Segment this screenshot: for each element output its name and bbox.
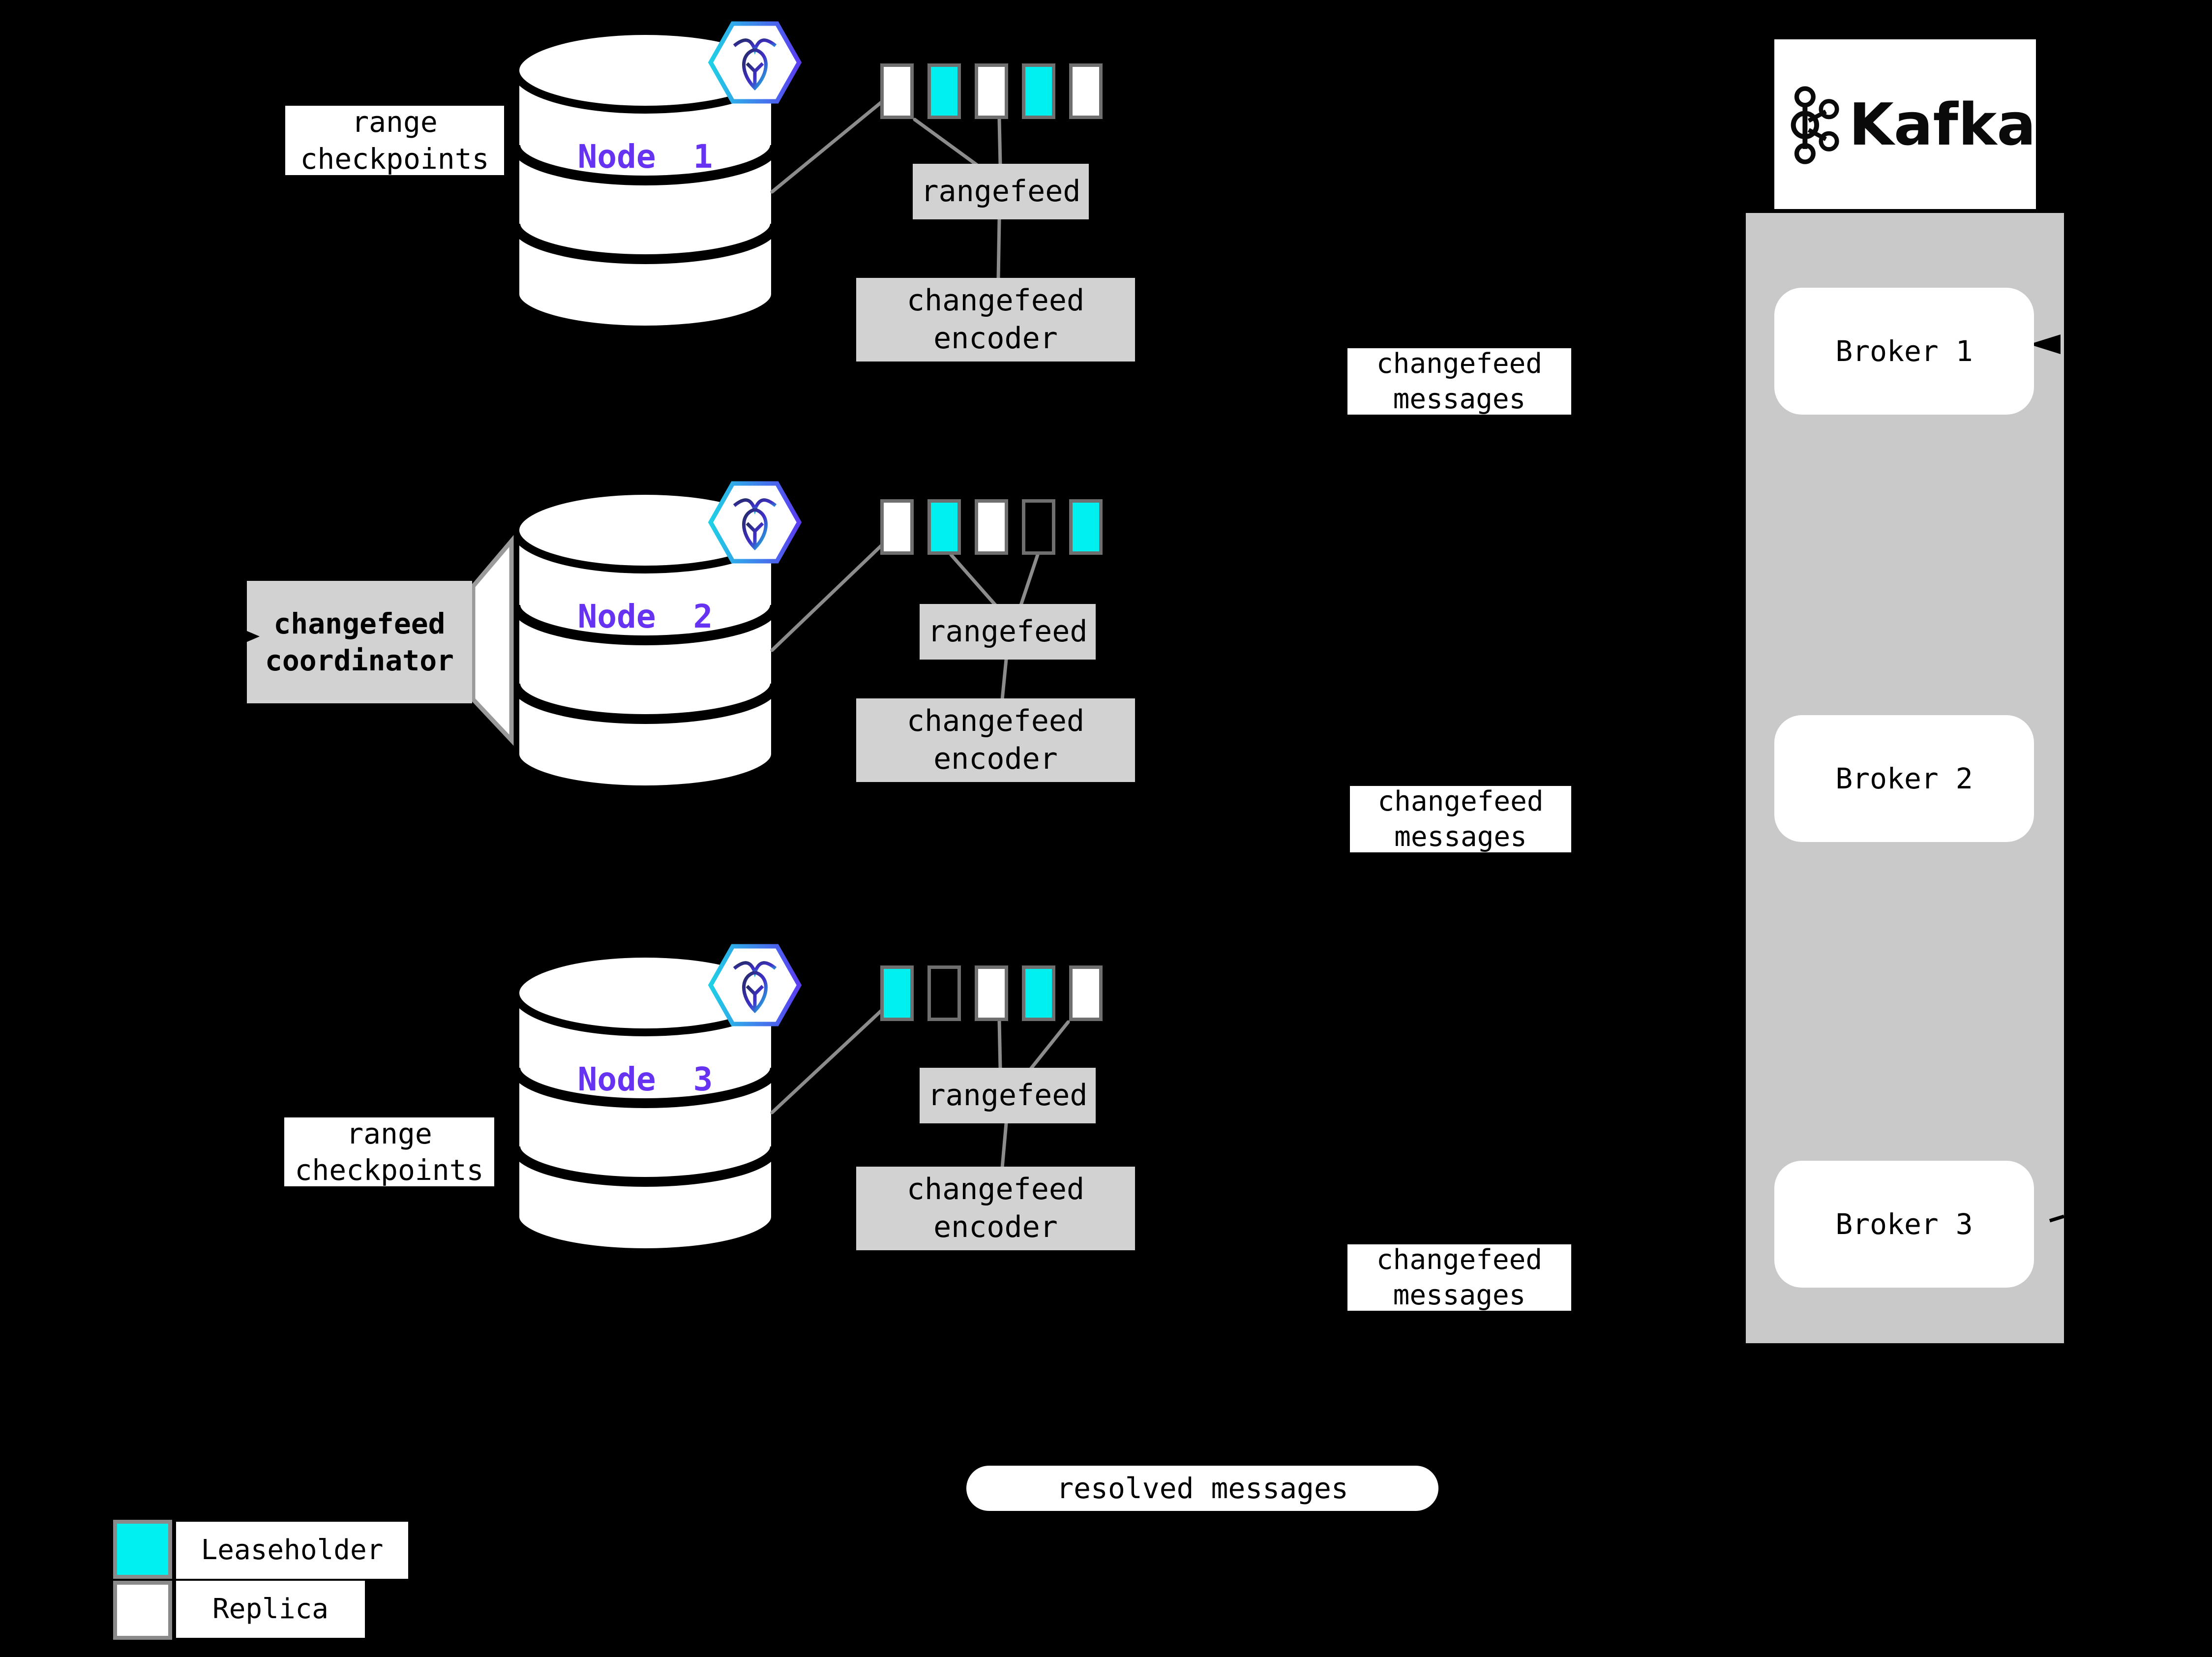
kafka-logo-box: Kafka <box>1774 39 2036 209</box>
node2-connector-lines <box>770 537 1040 701</box>
node1-changefeed-messages-label: changefeed messages <box>1347 348 1571 415</box>
node2-rangefeed-box: rangefeed <box>920 604 1096 660</box>
node1-range-5 <box>1069 63 1103 119</box>
kafka-logo-icon <box>1791 86 1839 164</box>
node1-range-2 <box>927 63 961 119</box>
node2-changefeed-encoder-box: changefeed encoder <box>856 698 1135 782</box>
node3-range-4 <box>1022 965 1055 1021</box>
resolved-messages-pill: resolved messages <box>966 1466 1438 1511</box>
node3-range-3 <box>975 965 1008 1021</box>
node1-range-3 <box>975 63 1008 119</box>
node2-changefeed-messages-label: changefeed messages <box>1350 785 1571 853</box>
node1-title: Node 1 <box>577 137 713 176</box>
node3-changefeed-encoder-box: changefeed encoder <box>856 1167 1135 1250</box>
node2-range-5 <box>1069 499 1103 555</box>
node1-changefeed-encoder-box: changefeed encoder <box>856 278 1135 362</box>
cockroachdb-badge-icon <box>708 944 802 1026</box>
legend-replica-label: Replica <box>176 1581 365 1638</box>
node1-rangefeed-box: rangefeed <box>913 164 1089 219</box>
node2-title: Node 2 <box>577 597 713 635</box>
node2-range-3 <box>975 499 1008 555</box>
broker-3: Broker 3 <box>1774 1161 2034 1288</box>
legend-replica-swatch <box>113 1581 172 1640</box>
node3-title: Node 3 <box>577 1060 713 1098</box>
node2-range-4 <box>1022 499 1055 555</box>
coordinator-flag-shape <box>471 535 514 746</box>
cockroachdb-badge-icon <box>708 481 802 564</box>
range-checkpoints-label-top: range checkpoints <box>285 105 504 176</box>
node1-range-1 <box>880 63 914 119</box>
node3-changefeed-messages-label: changefeed messages <box>1347 1244 1571 1311</box>
node1-range-4 <box>1022 63 1055 119</box>
node3-rangefeed-box: rangefeed <box>920 1068 1096 1123</box>
changefeed-coordinator-box: changefeed coordinator <box>247 581 472 703</box>
coordinator-arrow-tip <box>246 631 260 642</box>
kafka-wordmark: Kafka <box>1849 90 2036 158</box>
node3-range-1 <box>880 965 914 1021</box>
cockroachdb-badge-icon <box>708 21 802 104</box>
broker-2: Broker 2 <box>1774 715 2034 842</box>
node2-range-2 <box>927 499 961 555</box>
broker-1: Broker 1 <box>1774 288 2034 415</box>
node2-range-1 <box>880 499 914 555</box>
node1-cylinder <box>510 27 780 333</box>
node3-range-5 <box>1069 965 1103 1021</box>
node3-range-2 <box>927 965 961 1021</box>
node1-connector-lines <box>770 100 1002 281</box>
message-arrowheads <box>2029 334 2065 1223</box>
legend-leaseholder-swatch <box>113 1520 172 1579</box>
node3-connector-lines <box>770 1001 1070 1170</box>
legend-leaseholder-label: Leaseholder <box>176 1522 408 1579</box>
node3-cylinder <box>510 950 780 1256</box>
range-checkpoints-label-bottom: range checkpoints <box>284 1117 494 1187</box>
